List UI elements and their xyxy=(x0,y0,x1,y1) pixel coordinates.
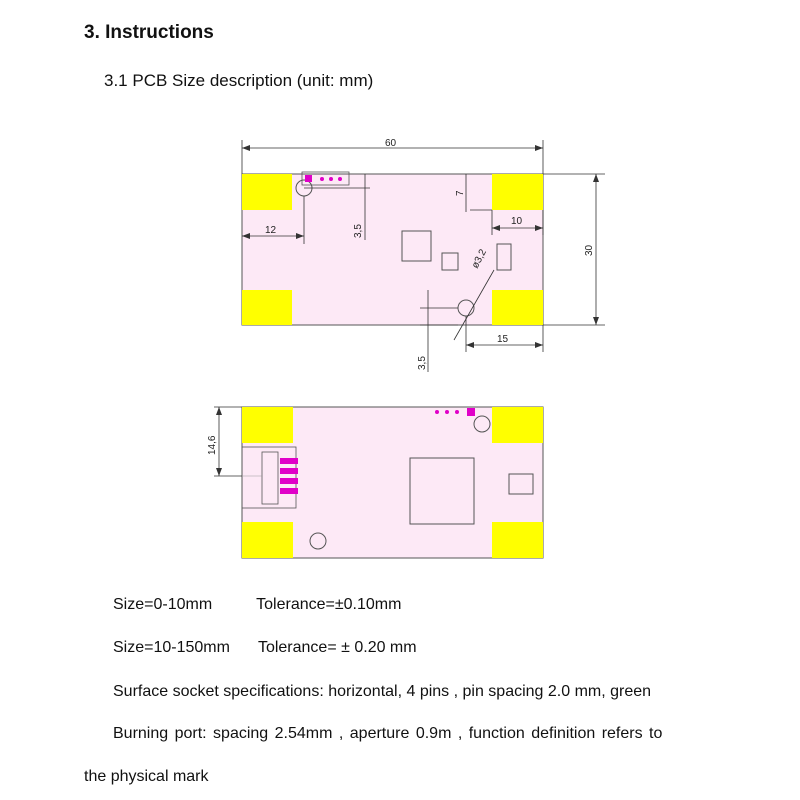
dim-bottom-hole-label: 3,5 xyxy=(417,356,428,370)
component-small xyxy=(508,473,534,495)
burning-port-outline xyxy=(301,171,350,186)
section-subheading: 3.1 PCB Size description (unit: mm) xyxy=(104,71,374,90)
socket-body xyxy=(261,451,279,505)
dim-height-label: 30 xyxy=(584,244,595,256)
burning-port-square-pad xyxy=(305,175,312,182)
dim-bottom-right-label: 15 xyxy=(497,334,509,345)
pcb-top-view: 60 30 7 10 12 3,5 ø3,2 3,5 15 xyxy=(241,138,605,372)
burning-port-text: Burning port: spacing 2.54mm , aperture … xyxy=(113,725,663,742)
pad-top-left xyxy=(242,407,293,443)
dim-width-label: 60 xyxy=(385,138,397,149)
pad-top-right xyxy=(492,174,543,210)
dim-left-label: 12 xyxy=(265,225,277,236)
burning-port-pin xyxy=(445,410,449,414)
socket-pin xyxy=(280,488,298,494)
pad-top-right xyxy=(492,407,543,443)
burning-port-square-pad xyxy=(467,408,475,416)
dim-height-bottom-label: 14,6 xyxy=(207,435,218,455)
dim-hole-offset-label: 3,5 xyxy=(353,224,364,238)
burning-port-pin xyxy=(329,177,333,181)
socket-pin xyxy=(280,458,298,464)
component-small xyxy=(496,243,512,271)
pad-bottom-right xyxy=(492,522,543,558)
burning-port-pin xyxy=(338,177,342,181)
chip-outline xyxy=(409,457,475,525)
tolerance-large: Tolerance= ± 0.20 mm xyxy=(257,639,417,656)
burning-port-text-cont: the physical mark xyxy=(84,768,209,785)
socket-pin xyxy=(280,468,298,474)
tolerance-line-2: Size=10-150mm Tolerance= ± 0.20 mm xyxy=(113,639,417,657)
dim-pad-width-label: 10 xyxy=(511,216,523,227)
burning-port-pin xyxy=(320,177,324,181)
size-range-large: Size=10-150mm xyxy=(113,639,230,656)
pad-top-left xyxy=(242,174,292,210)
chip-outline xyxy=(401,230,432,262)
section-heading: 3. Instructions xyxy=(84,22,214,43)
pcb-bottom-view: 14,6 xyxy=(207,406,544,559)
tolerance-line-1: Size=0-10mm Tolerance=±0.10mm xyxy=(113,596,401,614)
dim-pad-height-label: 7 xyxy=(455,190,466,196)
tolerance-small: Tolerance=±0.10mm xyxy=(256,596,402,613)
socket-pin xyxy=(280,478,298,484)
mount-hole-top-right xyxy=(473,415,491,433)
size-range-small: Size=0-10mm xyxy=(113,596,213,613)
pad-bottom-left xyxy=(242,522,293,558)
pad-bottom-right xyxy=(492,290,543,325)
socket-outline xyxy=(241,446,297,509)
mount-hole-bottom-left xyxy=(309,532,327,550)
burning-port-pin xyxy=(455,410,459,414)
component-small xyxy=(441,252,459,271)
pad-bottom-left xyxy=(242,290,292,325)
burning-port-pin xyxy=(435,410,439,414)
socket-spec-text: Surface socket specifications: horizonta… xyxy=(113,683,652,700)
